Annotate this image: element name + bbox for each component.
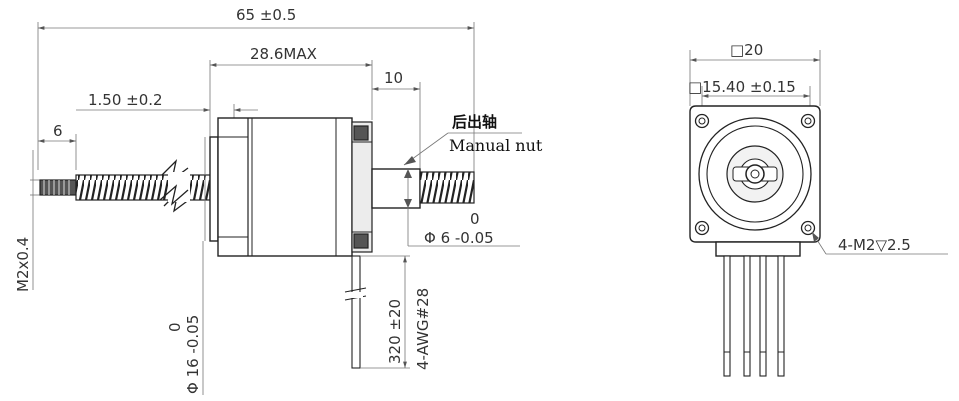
side-view (30, 22, 522, 395)
nut-length-dim: 10 (384, 69, 403, 87)
thread-end-dim: 6 (53, 122, 63, 140)
front-boss-dim: 1.50 ±0.2 (88, 91, 163, 109)
nut-label-en: Manual nut (449, 136, 543, 155)
boss-dia-dim: Φ 16 -0.05 (184, 315, 202, 394)
body-length-dim: 28.6MAX (250, 45, 317, 63)
lead-length-dim: 320 ±20 (386, 299, 404, 364)
flange-size-dim: □20 (730, 41, 763, 59)
nut-dia-upper-dim: 0 (470, 210, 480, 228)
mount-holes-dim: 4-M2▽2.5 (838, 236, 911, 254)
nut-label-cn: 后出轴 (452, 113, 497, 131)
boss-dia-upper-dim: 0 (166, 322, 184, 332)
hole-pitch-dim: □15.40 ±0.15 (688, 78, 796, 96)
wire-spec-dim: 4-AWG#28 (414, 288, 432, 370)
nut-dia-dim: Φ 6 -0.05 (424, 229, 494, 247)
thread-spec-dim: M2x0.4 (14, 237, 32, 292)
end-view (689, 50, 948, 377)
overall-length-dim: 65 ±0.5 (236, 6, 296, 24)
